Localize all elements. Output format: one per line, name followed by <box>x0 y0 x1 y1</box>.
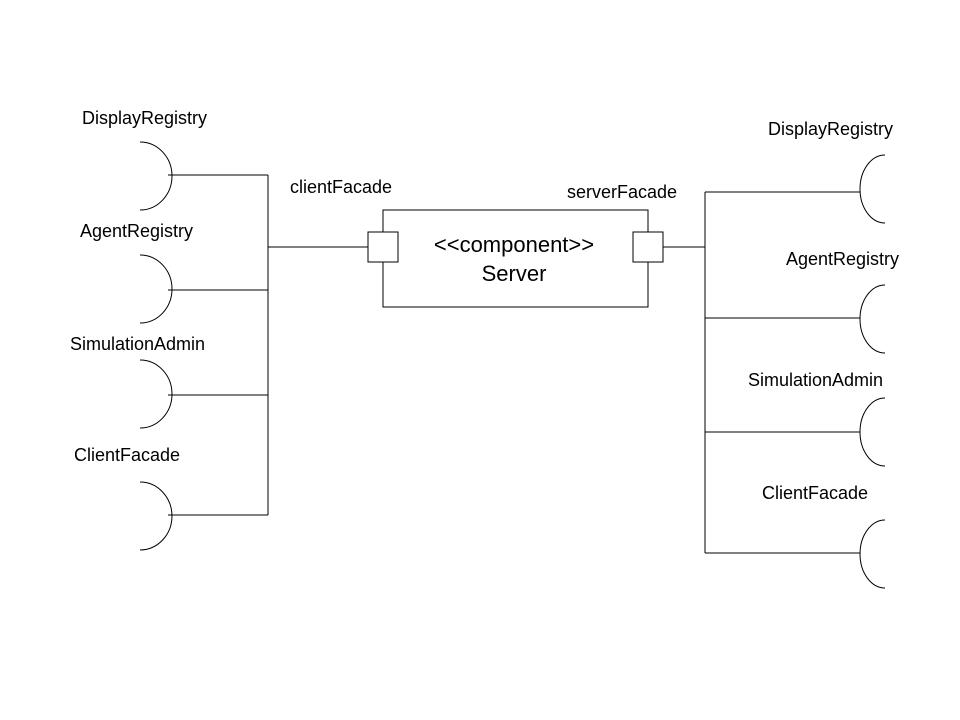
client-interface-label: DisplayRegistry <box>82 108 207 128</box>
socket-icon <box>859 154 886 224</box>
component-name: Server <box>482 261 547 286</box>
server-interface-simulation-admin: SimulationAdmin <box>705 370 886 467</box>
socket-icon <box>859 519 886 589</box>
socket-icon <box>859 284 886 354</box>
client-port-label: clientFacade <box>290 177 392 197</box>
component-stereotype: <<component>> <box>434 232 594 257</box>
socket-icon <box>859 397 886 467</box>
server-interface-label: AgentRegistry <box>786 249 899 269</box>
client-interface-label: SimulationAdmin <box>70 334 205 354</box>
server-interface-agent-registry: AgentRegistry <box>705 249 899 354</box>
client-interface-label: AgentRegistry <box>80 221 193 241</box>
server-facade-port <box>632 231 664 263</box>
socket-icon <box>139 481 173 551</box>
client-interface-agent-registry: AgentRegistry <box>80 221 268 324</box>
client-facade-port <box>367 231 399 263</box>
server-interface-label: DisplayRegistry <box>768 119 893 139</box>
client-interface-label: ClientFacade <box>74 445 180 465</box>
server-interface-label: SimulationAdmin <box>748 370 883 390</box>
socket-icon <box>139 254 173 324</box>
socket-icon <box>139 141 173 211</box>
server-interface-client-facade: ClientFacade <box>705 483 886 589</box>
server-component: <<component>> Server <box>382 209 649 308</box>
server-interface-display-registry: DisplayRegistry <box>705 119 893 224</box>
component-box <box>382 209 649 308</box>
client-interface-client-facade: ClientFacade <box>74 445 268 551</box>
server-port-label: serverFacade <box>567 182 677 202</box>
client-interface-display-registry: DisplayRegistry <box>82 108 268 211</box>
socket-icon <box>139 359 173 429</box>
server-interface-label: ClientFacade <box>762 483 868 503</box>
client-interface-simulation-admin: SimulationAdmin <box>70 334 268 429</box>
